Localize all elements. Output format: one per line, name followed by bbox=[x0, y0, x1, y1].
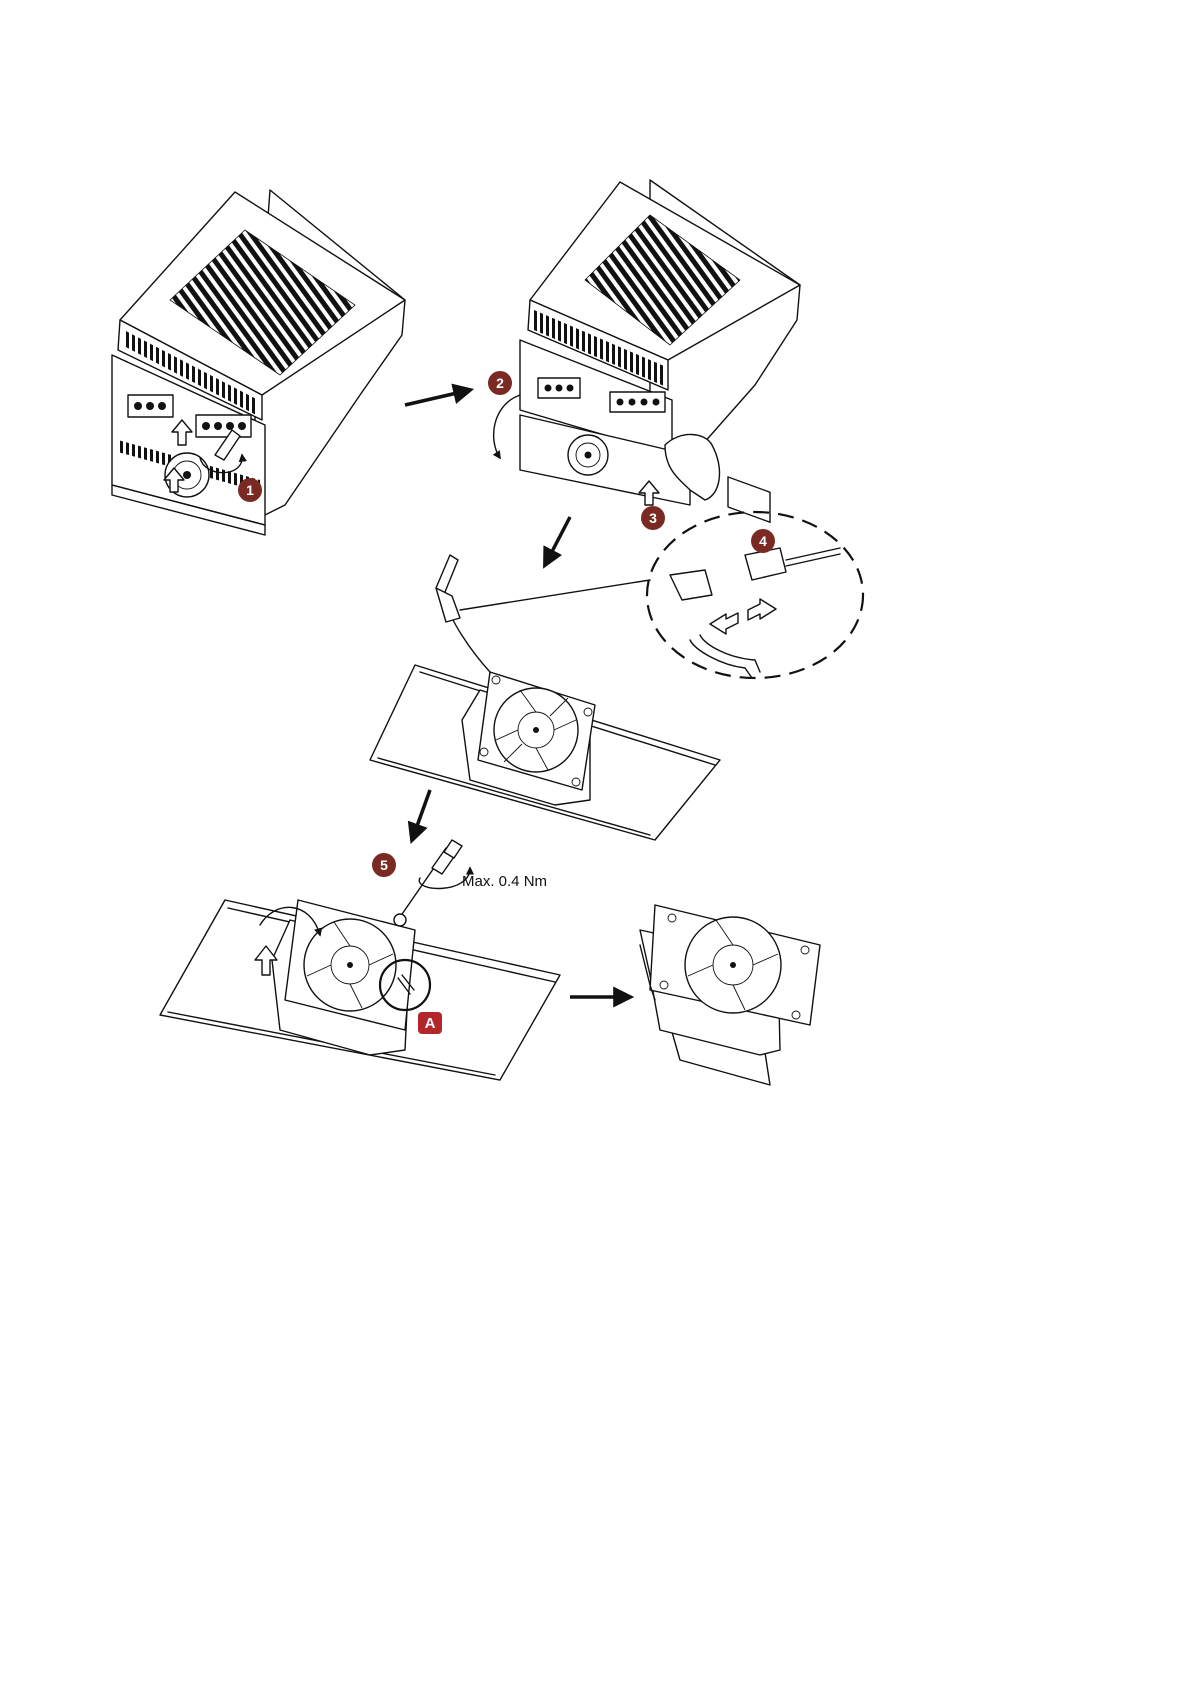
step-badge-5: 5 bbox=[372, 853, 396, 877]
drive-unit-step2 bbox=[494, 180, 800, 522]
step-badge-3: 3 bbox=[641, 506, 665, 530]
detail-badge-a: A bbox=[418, 1012, 442, 1034]
screw-icon bbox=[394, 914, 406, 926]
step-badge-label: 2 bbox=[496, 375, 504, 391]
connector-icon bbox=[436, 588, 460, 622]
pull-arrow-right-icon bbox=[748, 599, 776, 620]
terminal-block-left bbox=[128, 395, 173, 417]
flow-arrow-icon bbox=[405, 390, 470, 405]
terminal-block-left bbox=[538, 378, 580, 398]
fan-on-cover-plate bbox=[370, 555, 720, 840]
flow-arrow-icon bbox=[412, 790, 430, 840]
step-badge-label: 1 bbox=[246, 482, 254, 498]
flow-arrow-icon bbox=[545, 517, 570, 565]
swing-arrow-icon bbox=[494, 395, 520, 458]
fan-icon bbox=[685, 917, 781, 1013]
step-badge-label: 4 bbox=[759, 533, 767, 549]
step-badge-1: 1 bbox=[238, 478, 262, 502]
torque-spec-label: Max. 0.4 Nm bbox=[462, 873, 547, 890]
terminal-block-right bbox=[196, 415, 251, 437]
step-badge-label: 3 bbox=[649, 510, 657, 526]
terminal-block-right bbox=[610, 392, 665, 412]
step-badge-2: 2 bbox=[488, 371, 512, 395]
pull-arrow-left-icon bbox=[710, 613, 738, 634]
removed-fan bbox=[640, 905, 820, 1085]
connector-plug-left-icon bbox=[670, 570, 712, 600]
connector-plug-right-icon bbox=[745, 548, 786, 580]
fan-icon bbox=[494, 688, 578, 772]
fan-installed-icon bbox=[568, 435, 608, 475]
detail-badge-label: A bbox=[425, 1015, 436, 1032]
step-badge-4: 4 bbox=[751, 529, 775, 553]
step-badge-label: 5 bbox=[380, 857, 388, 873]
